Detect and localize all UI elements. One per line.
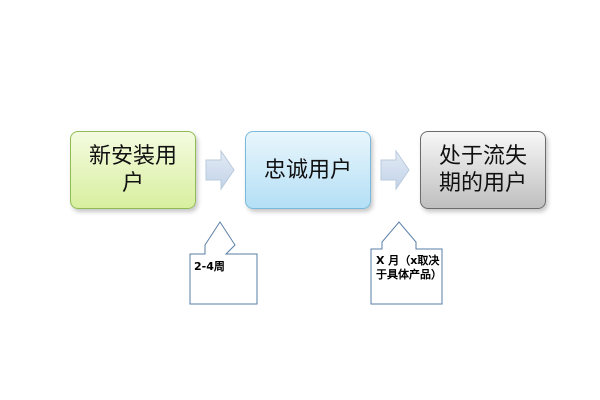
stage-churn-label: 处于流失期的用户 (438, 144, 527, 196)
stage-new-label: 新安装用户 (88, 144, 177, 196)
callout-2-shape (370, 221, 443, 305)
flow-arrow-2 (380, 149, 410, 191)
callout-2-label: X 月（x取决于具体产品） (376, 254, 442, 281)
stage-loyal-users: 忠诚用户 (245, 131, 371, 209)
stage-loyal-label: 忠诚用户 (263, 157, 352, 183)
callout-1-label: 2-4周 (194, 260, 225, 273)
stage-churning-users: 处于流失期的用户 (420, 131, 546, 209)
flow-arrow-1 (205, 149, 235, 191)
callout-1-shape (189, 221, 258, 305)
stage-new-install-users: 新安装用户 (70, 131, 196, 209)
